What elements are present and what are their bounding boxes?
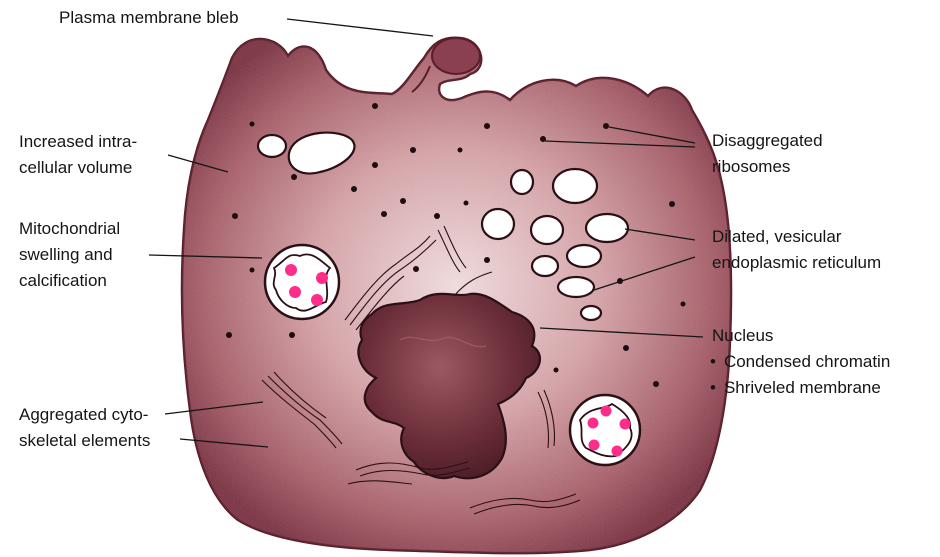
- label-increased-volume-line2: cellular volume: [19, 157, 132, 179]
- label-ribosomes-line1: Disaggregated: [712, 130, 823, 152]
- label-increased-volume-line1: Increased intra-: [19, 131, 137, 153]
- swollen-mitochondrion: [570, 395, 640, 465]
- label-er-line1: Dilated, vesicular: [712, 226, 841, 248]
- label-nucleus-bullet-chromatin: Condensed chromatin: [710, 351, 890, 373]
- label-nucleus: Nucleus: [712, 325, 773, 347]
- label-plasma-membrane-bleb: Plasma membrane bleb: [59, 7, 239, 29]
- label-cytoskeletal-line2: skeletal elements: [19, 430, 150, 452]
- bullet-text: Condensed chromatin: [724, 352, 890, 371]
- swollen-mitochondrion: [265, 245, 339, 319]
- label-mitochondrial-line1: Mitochondrial: [19, 218, 120, 240]
- label-cytoskeletal-line1: Aggregated cyto-: [19, 404, 148, 426]
- label-mitochondrial-line3: calcification: [19, 270, 107, 292]
- membrane-bleb: [432, 38, 480, 74]
- bullet-text: Shriveled membrane: [724, 378, 881, 397]
- label-ribosomes-line2: ribosomes: [712, 156, 790, 178]
- label-mitochondrial-line2: swelling and: [19, 244, 113, 266]
- label-nucleus-bullet-membrane: Shriveled membrane: [710, 377, 881, 399]
- label-er-line2: endoplasmic reticulum: [712, 252, 881, 274]
